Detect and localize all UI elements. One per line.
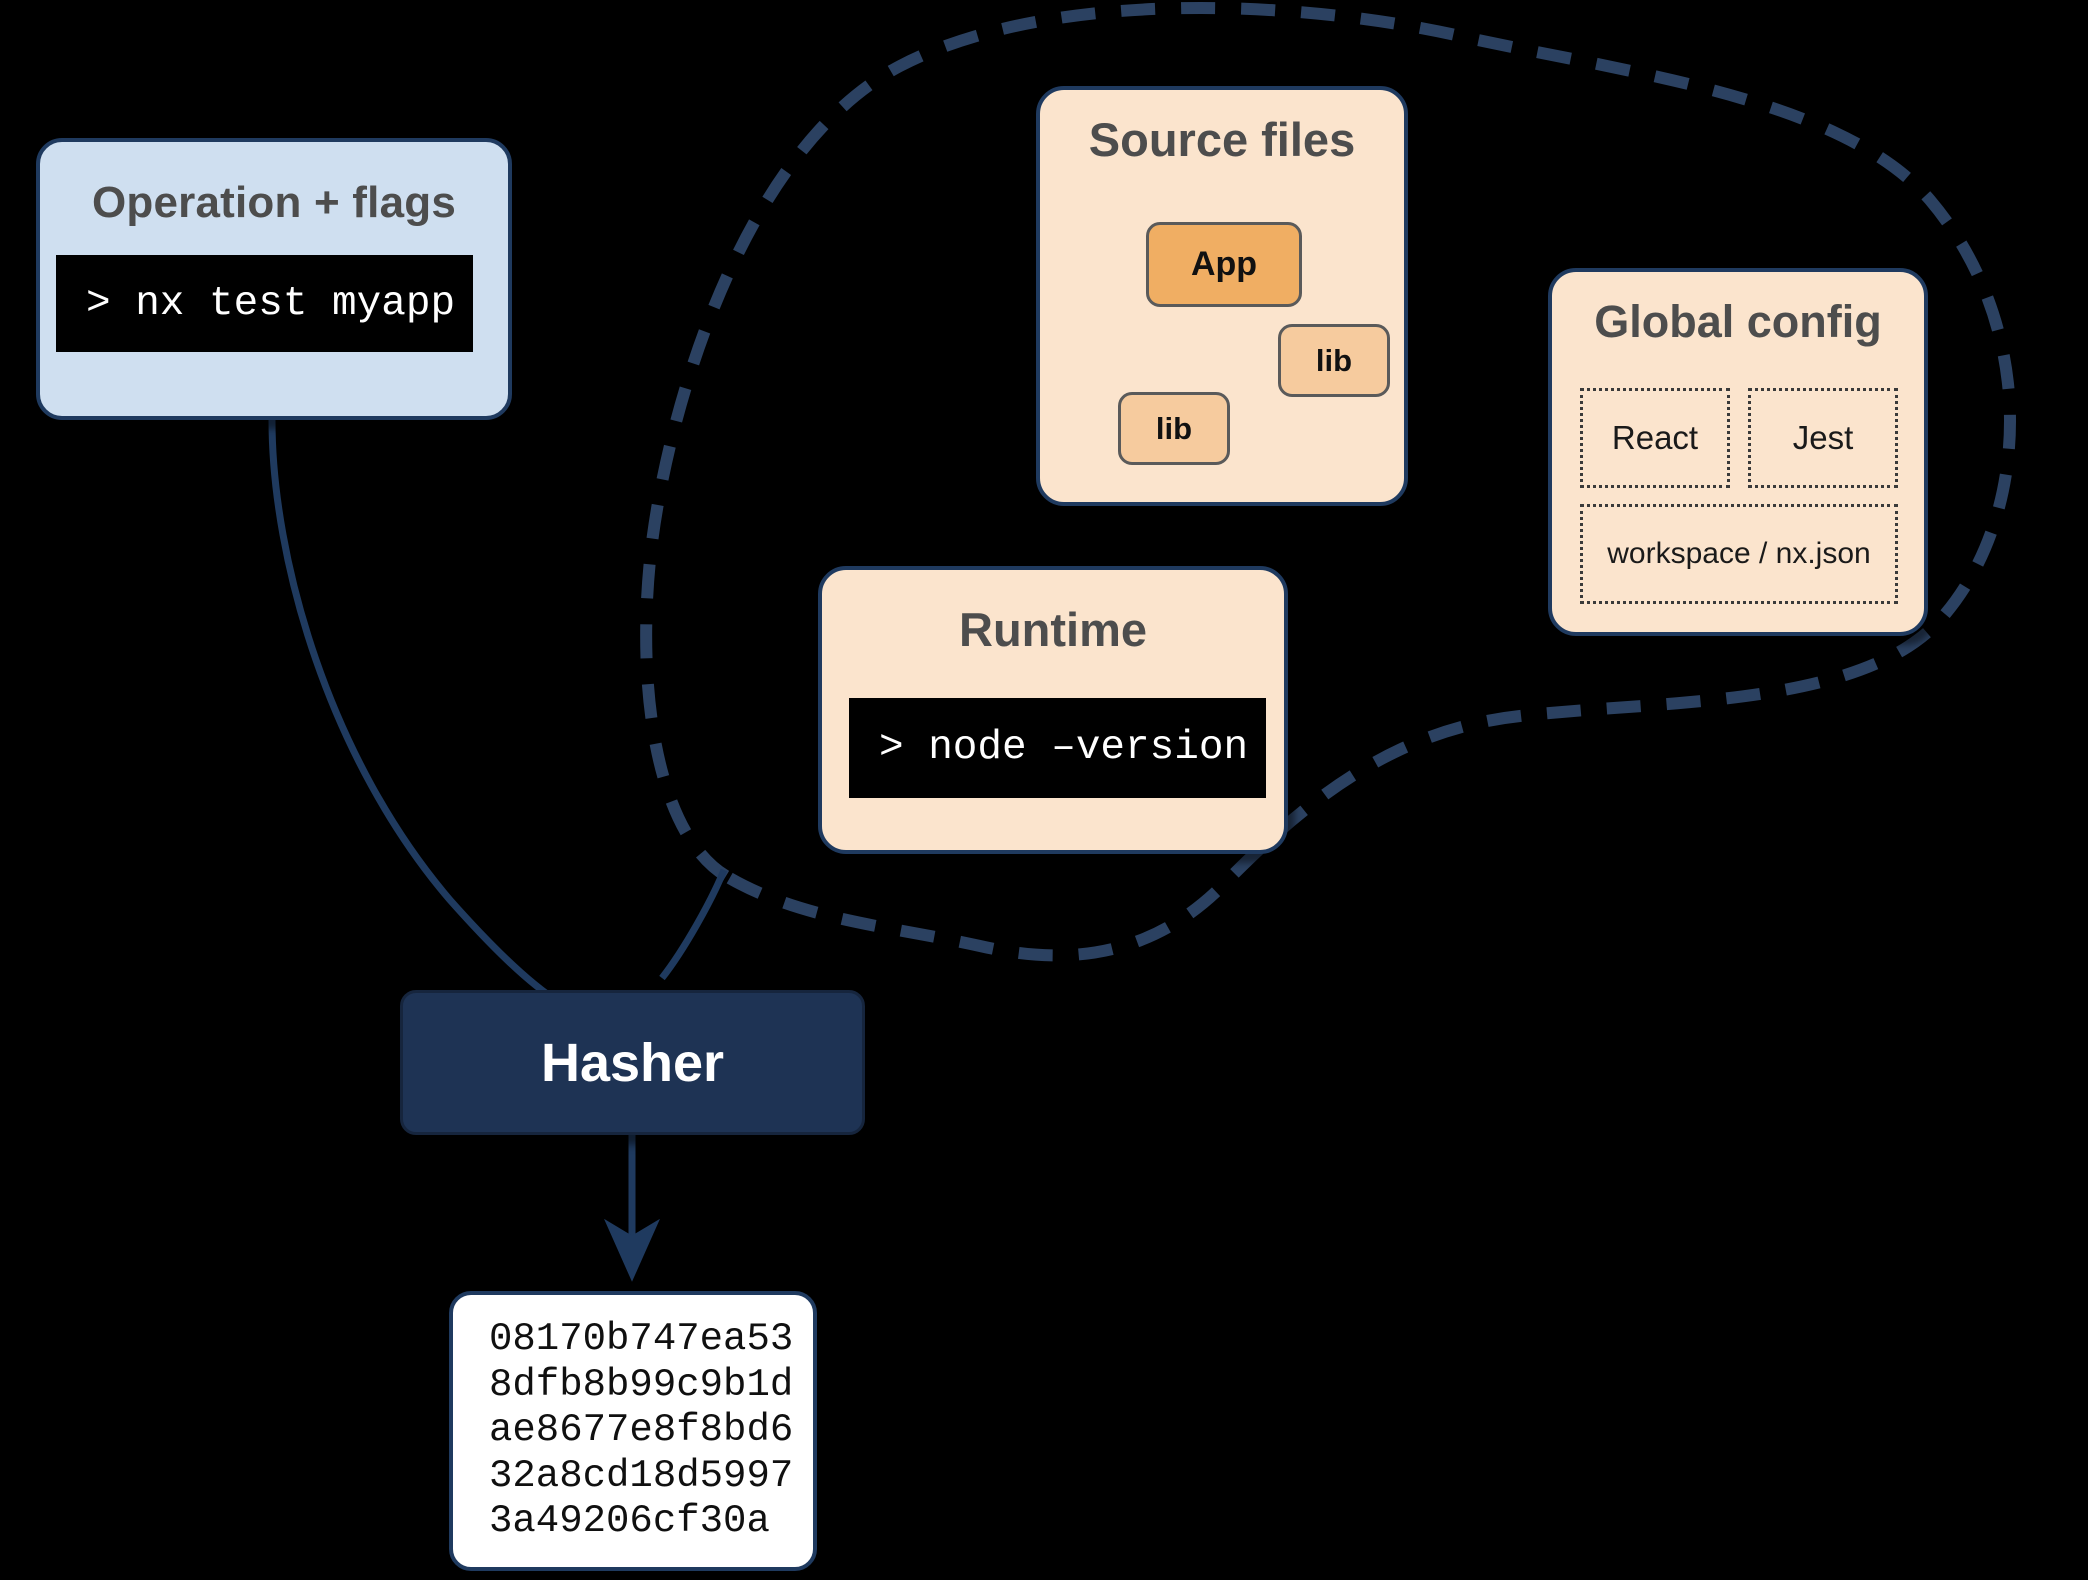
hash-line: 3a49206cf30a [489,1499,770,1544]
config-cell-react: React [1580,388,1730,488]
hash-line: ae8677e8f8bd6 [489,1408,794,1453]
edge-operation-to-hasher [268,419,642,1060]
global-config-card: Global config [1548,268,1928,636]
hash-output-card: 08170b747ea53 8dfb8b99c9b1d ae8677e8f8bd… [449,1291,817,1571]
edge-inputs-to-hasher [659,868,728,981]
runtime-command-text: > node –version [879,725,1249,771]
hasher-label: Hasher [540,1032,725,1093]
project-node-lib-left: lib [1118,392,1230,465]
hash-line: 8dfb8b99c9b1d [489,1362,794,1407]
runtime-title: Runtime [959,603,1147,656]
project-node-app: App [1146,222,1302,307]
global-config-title: Global config [1594,296,1882,347]
hash-line: 32a8cd18d5997 [489,1453,794,1498]
hasher-node: Hasher [400,990,865,1135]
config-cell-jest: Jest [1748,388,1898,488]
config-cell-workspace-nxjson: workspace / nx.json [1580,504,1898,604]
operation-flags-title: Operation + flags [91,178,457,227]
operation-terminal: > nx test myapp [56,255,473,352]
runtime-terminal: > node –version [849,698,1266,798]
operation-command-text: > nx test myapp [86,280,456,327]
source-files-title: Source files [1088,113,1356,166]
project-node-lib-right: lib [1278,324,1390,397]
hash-line: 08170b747ea53 [489,1316,794,1361]
